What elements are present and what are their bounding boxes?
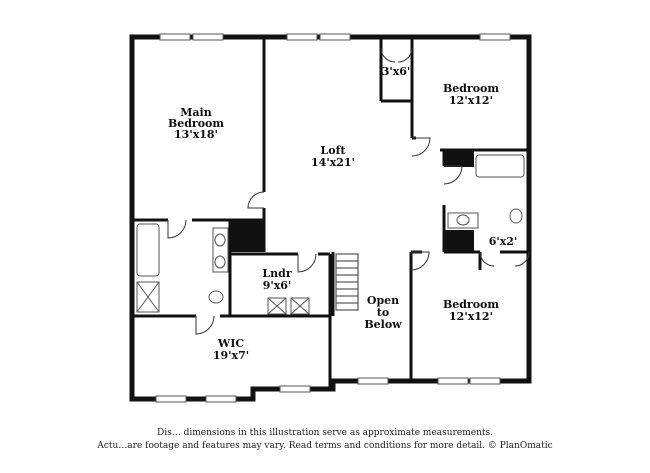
main-bedroom-size: 13'x18' (174, 128, 218, 141)
small-closet-size: 3'x6' (382, 65, 411, 78)
right-closet-size: 6'x2' (489, 235, 518, 248)
main-bedroom-name-1: Main (180, 106, 211, 119)
lower-bedroom-name: Bedroom (443, 298, 499, 311)
toilet-left (208, 290, 224, 304)
lower-bedroom-size: 12'x12' (449, 310, 493, 323)
laundry-size: 9'x6' (263, 279, 292, 292)
upper-bedroom-size: 12'x12' (449, 94, 493, 107)
laundry-name: Lndr (262, 267, 291, 280)
duct-chases (230, 150, 474, 252)
washer (267, 297, 287, 315)
disclaimer-line-1: Dis… dimensions in this illustration ser… (157, 428, 493, 438)
open-below-2: to (377, 306, 389, 319)
open-below-1: Open (367, 294, 399, 307)
vanity-right (447, 212, 479, 229)
loft-size: 14'x21' (311, 156, 355, 169)
windows (155, 33, 511, 403)
upper-bedroom-name: Bedroom (443, 82, 499, 95)
toilet-right (509, 208, 523, 224)
vanity-left (212, 227, 229, 273)
disclaimer-line-2: Actu…are footage and features may vary. … (97, 441, 553, 451)
staircase (335, 253, 359, 311)
dryer (290, 297, 310, 315)
main-bedroom-name-2: Bedroom (168, 117, 224, 130)
wic-size: 19'x7' (213, 349, 249, 362)
fixtures (136, 154, 525, 315)
doors (167, 47, 530, 335)
room-labels: Main Bedroom 13'x18' Loft 14'x21' 3'x6' … (168, 65, 517, 362)
bathtub-right (475, 154, 525, 178)
loft-name: Loft (321, 144, 347, 157)
wic-name: WIC (217, 337, 244, 350)
shower-left (136, 281, 160, 313)
bathtub-left (136, 223, 160, 277)
open-below-3: Below (364, 318, 402, 331)
